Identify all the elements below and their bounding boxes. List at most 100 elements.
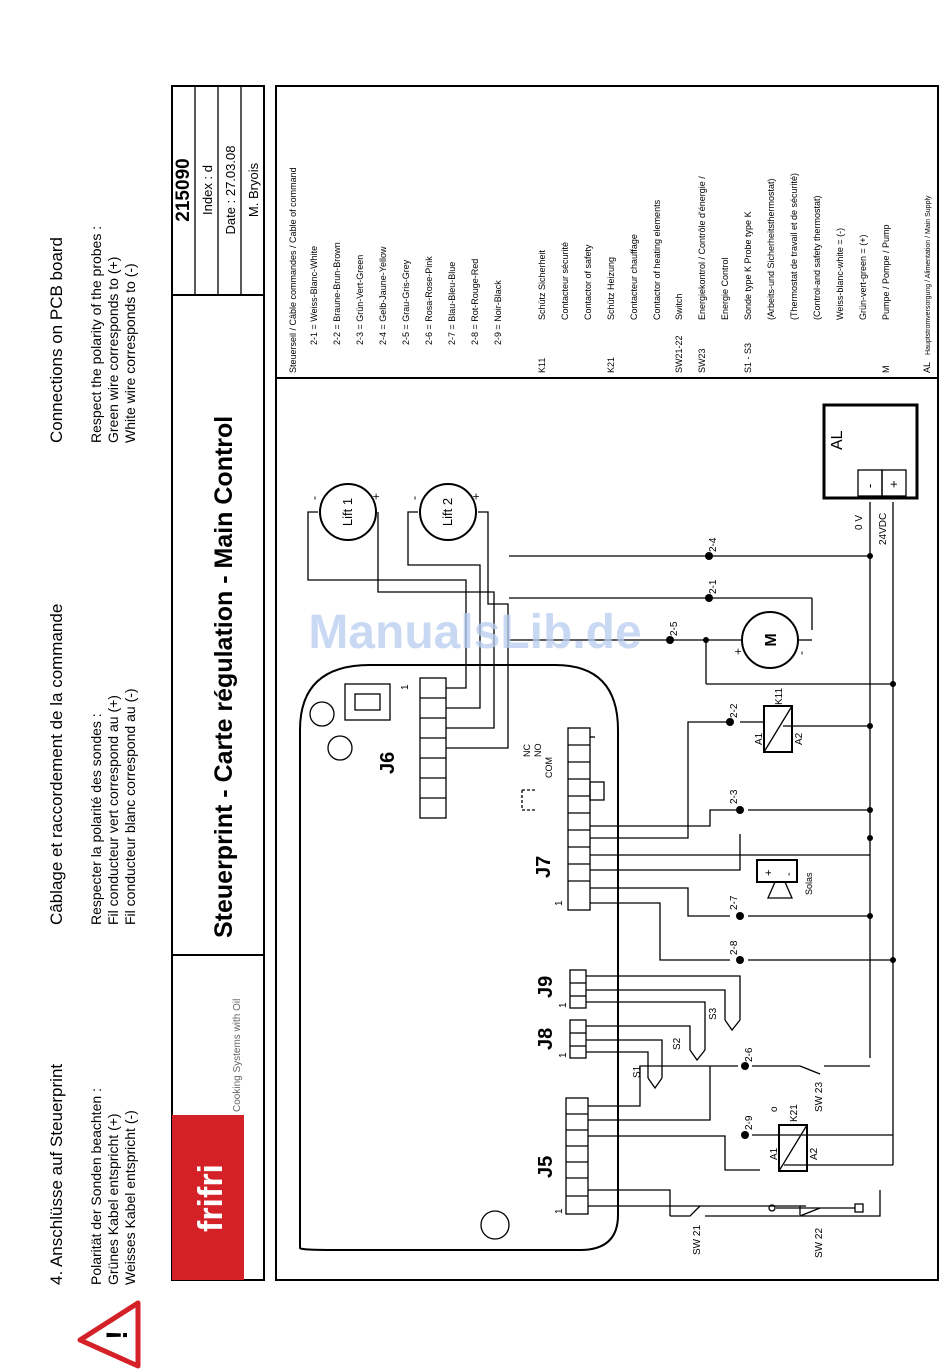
probe-s1-label: S1 [632,1065,643,1078]
lift-1-plus: + [369,493,383,500]
legend-sw23-line-1: Energiekontrol / Contrôle d'énergie / [697,176,707,320]
lift-2: Lift 2 - + [407,483,483,541]
doc-author: M. Bryois [246,162,261,217]
legend-k21-line-2: Contacteur chauffage [629,234,639,320]
motor-plus: + [731,648,745,655]
k21-a1: A1 [769,1147,780,1160]
legend-m-line-1: Pumpe / Pompe / Pump [881,224,891,320]
k11-label: K11 [774,688,785,705]
logo-text: frifri [192,1164,230,1232]
solenoid-minus: - [783,872,795,876]
solenoid-valve: Solas + - [756,859,814,899]
j7-contact-nc: NC [522,744,532,757]
legend-code-al: AL [922,362,932,373]
header-english: Connections on PCB board Respect the pol… [47,226,138,443]
connector-j9: J9 1 [535,969,587,1009]
header-german-heading: 4. Anschlüsse auf Steuerprint [47,1064,66,1285]
j5-pin1: 1 [554,1208,565,1214]
wire-2-7: 2-7 [729,895,740,910]
legend-k11-line-1: Schütz Sicherheit [537,249,547,320]
probe-s2-label: S2 [672,1037,683,1050]
legend-cable-3: 2-3 = Grün-Vert-Green [355,255,365,345]
legend-heading: Steuerseil / Câble commandes / Cable of … [288,167,298,373]
k11-a2: A2 [794,732,805,745]
wire-2-4: 2-4 [708,537,719,552]
legend-k11-line-3: Contactor of safety [583,244,593,320]
relay-k21: K21 A1 A2 o [769,1104,820,1172]
header-english-line-3: White wire corresponds to (-) [122,263,138,443]
legend-s1-s3-line-6: Grün-vert-green = (+) [858,234,868,320]
header-english-heading: Connections on PCB board [47,237,66,443]
legend-code-s1-s3: S1 - S3 [743,343,753,373]
header-french-line-2: Fil conducteur vert correspond au (+) [105,695,121,925]
k21-a2: A2 [809,1147,820,1160]
j6-pin1: 1 [400,684,411,690]
relay-k11: K11 A1 A2 [754,688,805,753]
lift-1-label: Lift 1 [340,498,355,526]
legend-cable-9: 2-9 = Noir-Black [493,280,503,345]
legend-code-k21: K21 [606,357,616,373]
legend-s1-s3-line-4: (Control-and safety thermostat) [812,195,822,320]
lift-1-minus: - [307,496,321,500]
j7-contact-no: NO [533,744,543,758]
header-french: Câblage et raccordement de la commande R… [47,604,138,925]
wire-2-9: 2-9 [744,1115,755,1130]
legend-s1-s3-line-1: Sonde type K Probe type K [743,211,753,320]
wire-2-1: 2-1 [708,579,719,594]
j7-label: J7 [533,856,555,878]
wire-markers: 2-4 2-1 2-5 2-2 2-3 2-7 2-8 2-6 2-9 [666,537,896,1139]
power-supply-al: AL - + 0 V 24VDC [822,403,919,545]
wire-2-6: 2-6 [744,1047,755,1062]
al-plus: + [886,480,901,488]
sw23-label: SW 23 [814,1082,825,1112]
legend-cable-6: 2-6 = Rosa-Rose-Pink [424,256,434,345]
header-english-line-1: Respect the polarity of the probes : [88,226,104,443]
legend-code-m: M [881,366,891,374]
legend-code-sw21-22: SW21-22 [674,335,684,373]
probe-s3-label: S3 [708,1007,719,1020]
legend-cable-1: 2-1 = Weiss-Blanc-White [309,246,319,345]
pcb-fuse [344,683,391,721]
title-block: frifri Cooking Systems with Oil Steuerpr… [171,85,265,1281]
header-french-heading: Câblage et raccordement de la commande [47,604,66,925]
motor-label: M [763,633,780,646]
j5-label: J5 [535,1156,557,1178]
sw21-label: SW 21 [692,1225,703,1255]
sw22-label: SW 22 [814,1228,825,1258]
legend-s1-s3-line-3: (Thermostat de travail et de sécurité) [789,173,799,320]
lift-2-label: Lift 2 [440,498,455,526]
j7-pin1: 1 [554,900,565,906]
pcb-board: J6 1 J7 1 COM NO NC J [299,664,619,1251]
legend-s1-s3-line-5: Weiss-blanc-white = (-) [835,228,845,320]
al-24vdc: 24VDC [878,513,889,545]
connector-j8: J8 1 [535,1019,587,1059]
legend-k21-line-1: Schütz Heizung [606,257,616,320]
doc-date: Date : 27.03.08 [223,146,238,235]
legend-sw21-22-line-1: Switch [674,293,684,320]
j8-pin1: 1 [558,1052,569,1058]
lift-2-plus: + [469,493,483,500]
doc-index: Index : d [200,165,215,215]
legend-code-k11: K11 [537,358,547,373]
doc-number: 215090 [173,158,194,221]
watermark: ManualsLib.de [308,606,641,659]
frifri-logo [172,1115,244,1280]
solenoid-plus: + [763,870,775,876]
legend-cable-4: 2-4 = Gelb-Jaune-Yellow [378,246,388,345]
wiring [307,502,894,1217]
j7-contact-com: COM [544,757,554,778]
legend-k11-line-2: Contacteur sécurité [560,242,570,320]
wire-2-2: 2-2 [729,703,740,718]
legend-cable-2: 2-2 = Braune-Brun-Brown [332,242,342,345]
legend-code-sw23: SW23 [697,348,707,373]
legend-s1-s3-line-2: (Arbeits-und Sicherheitsthermostat) [766,178,776,320]
j6-label: J6 [377,752,399,774]
legend-cable-8: 2-8 = Rot-Rouge-Red [470,259,480,345]
connector-j5: J5 1 [535,1097,589,1215]
pump-motor: M + - [706,611,812,669]
header-german-line-1: Polarität der Sonden beachten : [88,1088,104,1285]
header-german-line-2: Grünes Kabel entspricht (+) [105,1113,121,1285]
legend-sw23-line-2: Energie Control [720,257,730,320]
k21-contact-marker: o [769,1106,780,1112]
